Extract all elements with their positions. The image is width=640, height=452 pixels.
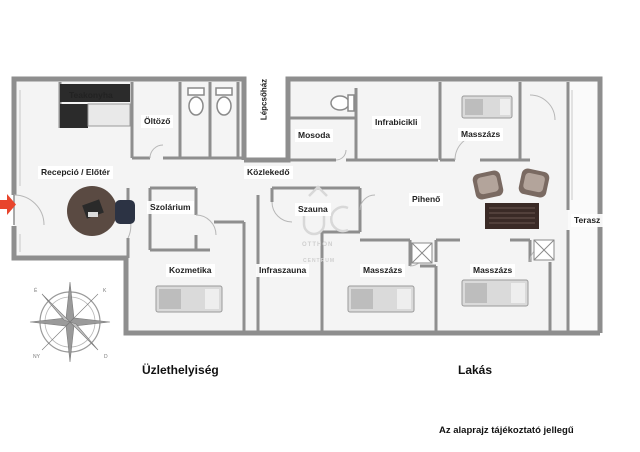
room-label-infraszauna: Infraszauna xyxy=(256,264,310,277)
room-label-kozlekedo: Közlekedő xyxy=(244,166,293,179)
lounge-furniture xyxy=(472,168,550,229)
room-label-mosoda: Mosoda xyxy=(295,129,334,142)
massage-bed xyxy=(347,285,415,313)
room-label-oltozo: Öltöző xyxy=(141,115,174,128)
svg-text:D: D xyxy=(104,354,108,360)
reception-desk xyxy=(67,186,135,236)
massage-bed xyxy=(461,95,513,119)
room-label-teakonyha: Teakonyha xyxy=(69,90,113,100)
interior-walls xyxy=(58,82,570,332)
disclaimer-note: Az alaprajz tájékoztató jellegű xyxy=(439,425,574,436)
room-label-szolarium: Szolárium xyxy=(147,201,194,214)
svg-text:NY: NY xyxy=(33,354,41,360)
room-label-piheno: Pihenő xyxy=(409,193,444,206)
room-label-recepcio: Recepció / Előtér xyxy=(38,166,113,179)
room-label-infrabicikli: Infrabicikli xyxy=(372,116,421,129)
section-label-uzlethelyiseg: Üzlethelyiség xyxy=(142,363,219,377)
exterior-walls xyxy=(11,76,603,336)
watermark-text-2: CENTRUM xyxy=(303,258,335,264)
room-label-kozmetika: Kozmetika xyxy=(166,264,215,277)
toilet-icon xyxy=(187,87,355,116)
room-label-terasz: Terasz xyxy=(571,214,604,227)
door-swings xyxy=(13,94,556,267)
room-label-masszazs-top: Masszázs xyxy=(458,128,504,141)
room-label-lepcsohaz: Lépcsőház xyxy=(259,78,269,121)
svg-text:É: É xyxy=(34,287,38,294)
massage-bed xyxy=(461,279,529,307)
entrance-arrow-icon xyxy=(0,194,16,215)
watermark-text-1: OTTHON xyxy=(302,242,334,248)
window-lines xyxy=(19,90,573,252)
room-label-szauna: Szauna xyxy=(295,203,331,216)
shower-icon xyxy=(411,239,555,264)
kitchen-counter xyxy=(60,84,131,128)
compass-rose-icon: É K NY D xyxy=(29,281,111,363)
room-label-masszazs-right: Masszázs xyxy=(470,264,516,277)
massage-bed xyxy=(155,285,223,313)
svg-text:K: K xyxy=(103,288,107,294)
watermark-logo-icon xyxy=(302,185,349,236)
section-label-lakas: Lakás xyxy=(458,363,493,377)
room-label-masszazs-mid: Masszázs xyxy=(360,264,406,277)
